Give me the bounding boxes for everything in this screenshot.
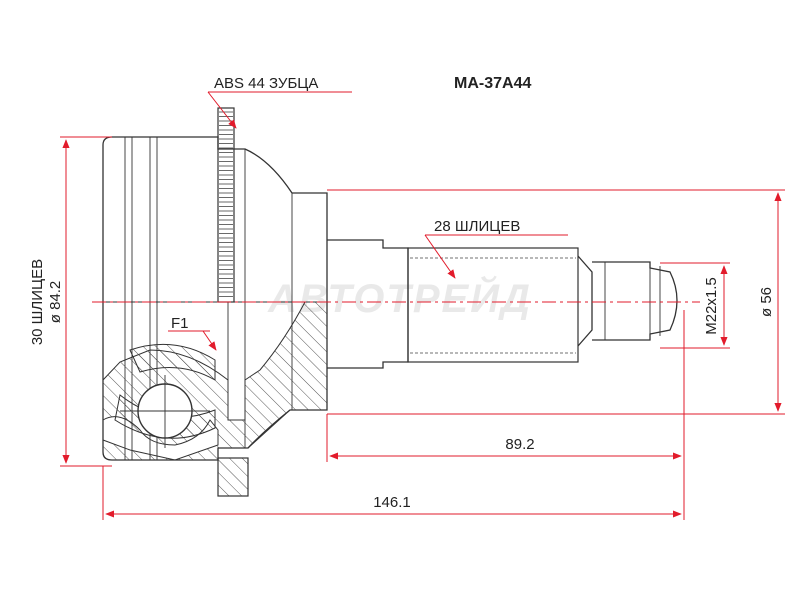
outer-splines-label: 28 ШЛИЦЕВ xyxy=(434,218,520,235)
output-shaft xyxy=(327,239,678,369)
part-number: MA-37A44 xyxy=(454,75,531,92)
length-total-label: 146.1 xyxy=(373,494,411,511)
diameter-outer-label: ø 84.2 xyxy=(47,281,64,324)
length-shaft-label: 89.2 xyxy=(505,436,534,453)
hatched-section xyxy=(102,301,328,461)
diameter-seal-label: ø 56 xyxy=(758,287,775,317)
f1-label: F1 xyxy=(171,315,189,332)
dimension-lines xyxy=(60,91,785,520)
thread-label: M22x1.5 xyxy=(703,277,720,335)
abs-teeth-label: ABS 44 ЗУБЦА xyxy=(214,75,318,92)
inner-splines-label: 30 ШЛИЦЕВ xyxy=(29,259,46,345)
